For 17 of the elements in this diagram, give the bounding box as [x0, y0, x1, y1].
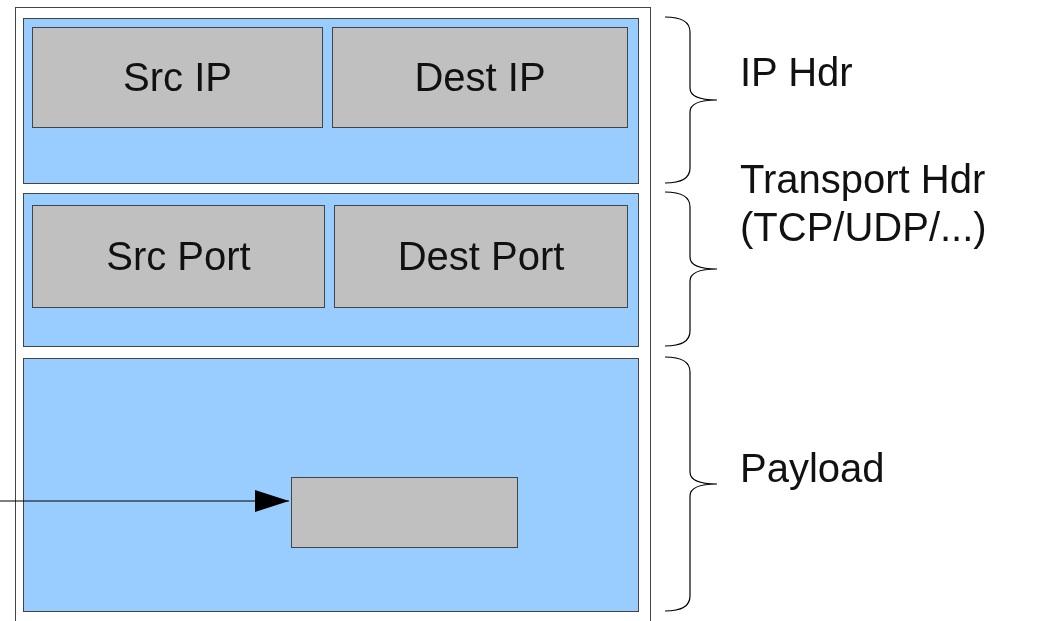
field-box: [334, 205, 628, 308]
field-box: [32, 205, 325, 308]
payload-band: [23, 358, 639, 612]
field-label: Dest IP: [414, 55, 546, 100]
field-box: [32, 27, 323, 128]
brace-label: Payload: [740, 445, 886, 492]
field-label: Dest Port: [397, 234, 565, 279]
field-label: Src Port: [106, 234, 251, 279]
packet-frame: [15, 7, 651, 621]
header-band: [23, 193, 639, 347]
arrow: [0, 490, 290, 512]
brace-label: IP Hdr: [740, 49, 854, 96]
brace-label: Transport Hdr (TCP/UDP/...): [740, 156, 988, 251]
field-box: [291, 477, 518, 548]
field-box: [332, 27, 628, 128]
header-band: [23, 18, 639, 184]
field-label: Src IP: [123, 55, 232, 100]
